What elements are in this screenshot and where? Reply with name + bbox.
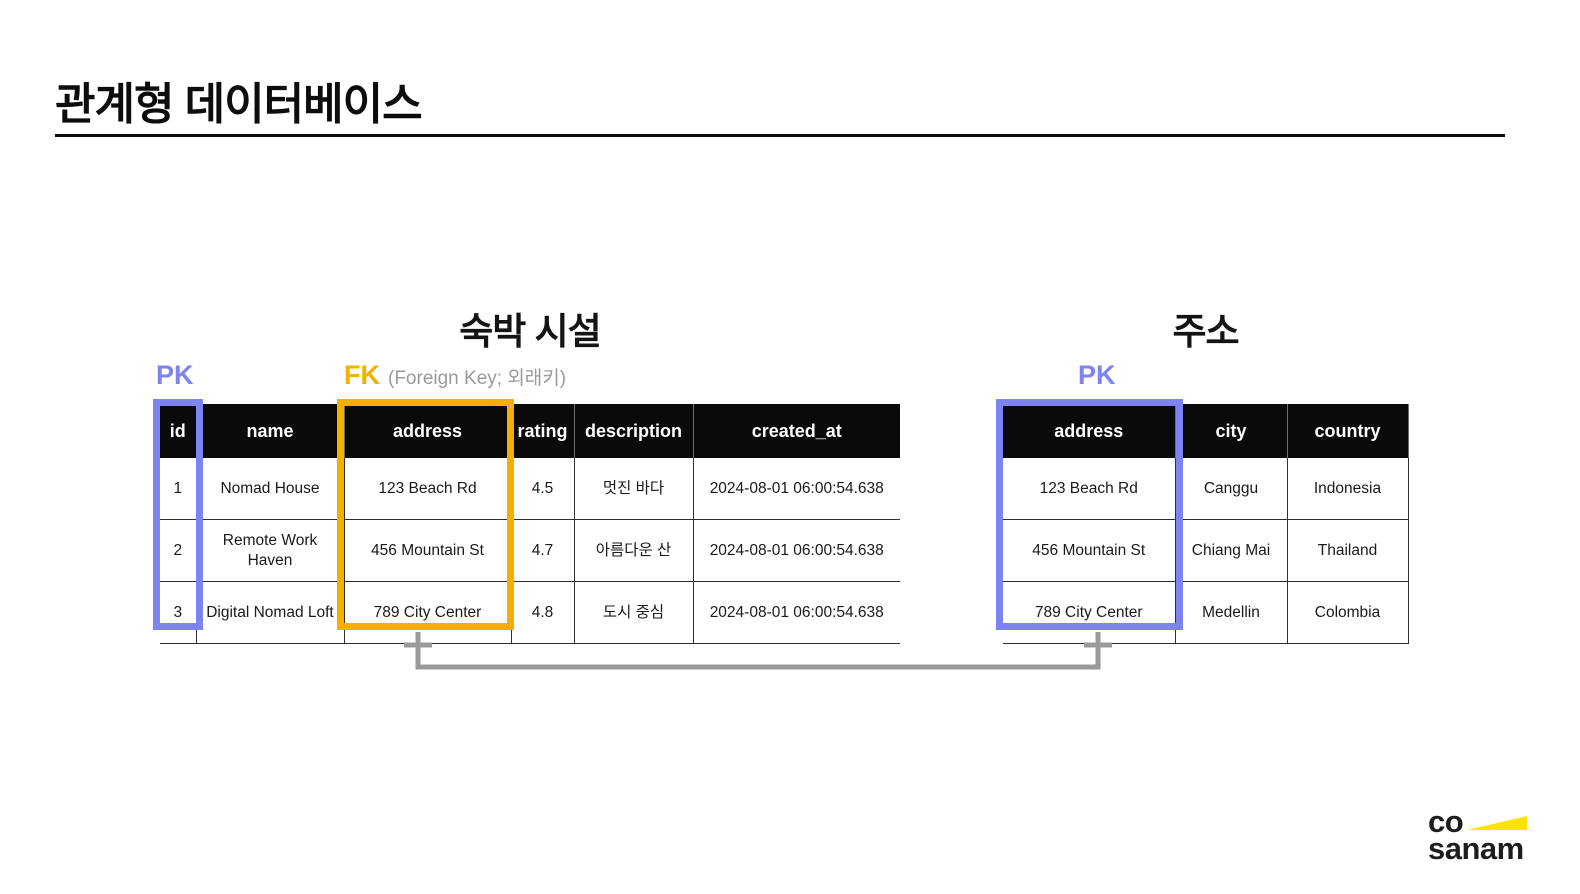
table-cell: Indonesia	[1287, 458, 1409, 520]
column-header: rating	[511, 404, 575, 458]
table-cell: Canggu	[1175, 458, 1288, 520]
table-cell: Colombia	[1287, 581, 1409, 644]
table-cell: 1	[160, 458, 197, 520]
table-cell: Digital Nomad Loft	[196, 581, 345, 644]
table-cell: 아름다운 산	[574, 519, 694, 582]
table-cell: 123 Beach Rd	[344, 458, 512, 520]
address-table-title: 주소	[1172, 311, 1239, 352]
table-cell: 2024-08-01 06:00:54.638	[693, 458, 900, 520]
fk-label: FK (Foreign Key; 외래키)	[344, 360, 566, 391]
page-title: 관계형 데이터베이스	[55, 80, 423, 129]
column-header: country	[1287, 404, 1409, 458]
table-cell: 456 Mountain St	[344, 519, 512, 582]
table-cell: 도시 중심	[574, 581, 694, 644]
column-header: address	[344, 404, 512, 458]
table-cell: 2024-08-01 06:00:54.638	[693, 519, 900, 582]
pk-label-right: PK	[1078, 360, 1116, 390]
column-header: id	[160, 404, 197, 458]
table-cell: 4.5	[511, 458, 575, 520]
column-header: name	[196, 404, 345, 458]
column-header: address	[1003, 404, 1176, 458]
table-cell: Nomad House	[196, 458, 345, 520]
table-cell: Medellin	[1175, 581, 1288, 644]
table-cell: 789 City Center	[1003, 581, 1176, 644]
table-cell: Thailand	[1287, 519, 1409, 582]
column-header: city	[1175, 404, 1288, 458]
table-cell: Chiang Mai	[1175, 519, 1288, 582]
table-cell: 123 Beach Rd	[1003, 458, 1176, 520]
column-header: description	[574, 404, 694, 458]
table-cell: 456 Mountain St	[1003, 519, 1176, 582]
table-cell: 4.7	[511, 519, 575, 582]
table-cell: Remote Work Haven	[196, 519, 345, 582]
table-cell: 789 City Center	[344, 581, 512, 644]
fk-label-text: FK	[344, 360, 380, 390]
logo-line2: sanam	[1428, 831, 1524, 867]
table-cell: 멋진 바다	[574, 458, 694, 520]
title-underline	[55, 134, 1505, 137]
accommodation-table-title: 숙박 시설	[459, 311, 601, 352]
column-header: created_at	[693, 404, 900, 458]
fk-note: (Foreign Key; 외래키)	[388, 368, 567, 389]
logo-line1: co	[1428, 804, 1464, 839]
pk-label-left: PK	[156, 360, 194, 390]
logo: co sanam	[1428, 804, 1540, 867]
table-cell: 4.8	[511, 581, 575, 644]
table-cell: 3	[160, 581, 197, 644]
table-cell: 2	[160, 519, 197, 582]
table-cell: 2024-08-01 06:00:54.638	[693, 581, 900, 644]
logo-wedge-icon	[1467, 816, 1528, 831]
